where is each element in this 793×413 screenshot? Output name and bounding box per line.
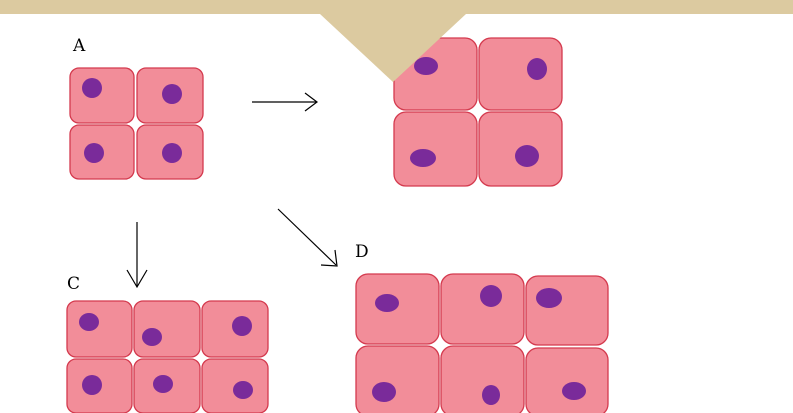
nucleus: [414, 57, 438, 75]
cell: [525, 347, 609, 413]
nucleus: [527, 58, 547, 80]
nucleus: [162, 143, 182, 163]
nucleus: [375, 294, 399, 312]
arrow-a-to-c: [126, 222, 148, 289]
cell: [133, 300, 201, 358]
nucleus: [410, 149, 436, 167]
cell: [440, 273, 525, 345]
nucleus: [233, 381, 253, 399]
cell: [525, 275, 609, 346]
cell-group-c: [66, 300, 269, 413]
nucleus: [82, 78, 102, 98]
label-d: D: [355, 242, 369, 262]
cell: [440, 345, 525, 413]
nucleus: [480, 285, 502, 307]
nucleus: [79, 313, 99, 331]
banner-pointer: [320, 14, 466, 82]
nucleus: [142, 328, 162, 346]
cell: [355, 273, 440, 345]
nucleus: [84, 143, 104, 163]
cell-group-b: [393, 37, 563, 187]
cell: [66, 300, 133, 358]
nucleus: [232, 316, 252, 336]
nucleus: [372, 382, 396, 402]
nucleus: [515, 145, 539, 167]
label-a: A: [73, 36, 86, 56]
cell: [69, 67, 135, 124]
arrow-a-to-b: [252, 92, 318, 112]
cell-group-a: [69, 67, 204, 180]
nucleus: [162, 84, 182, 104]
nucleus: [482, 385, 500, 405]
cell: [355, 345, 440, 413]
nucleus: [82, 375, 102, 395]
nucleus: [153, 375, 173, 393]
label-c: C: [67, 274, 81, 294]
cell: [478, 37, 563, 111]
cell: [393, 111, 478, 187]
top-banner: [0, 0, 793, 14]
arrow-a-to-d: [277, 208, 338, 267]
cell-group-d: [355, 273, 609, 413]
nucleus: [536, 288, 562, 308]
nucleus: [562, 382, 586, 400]
